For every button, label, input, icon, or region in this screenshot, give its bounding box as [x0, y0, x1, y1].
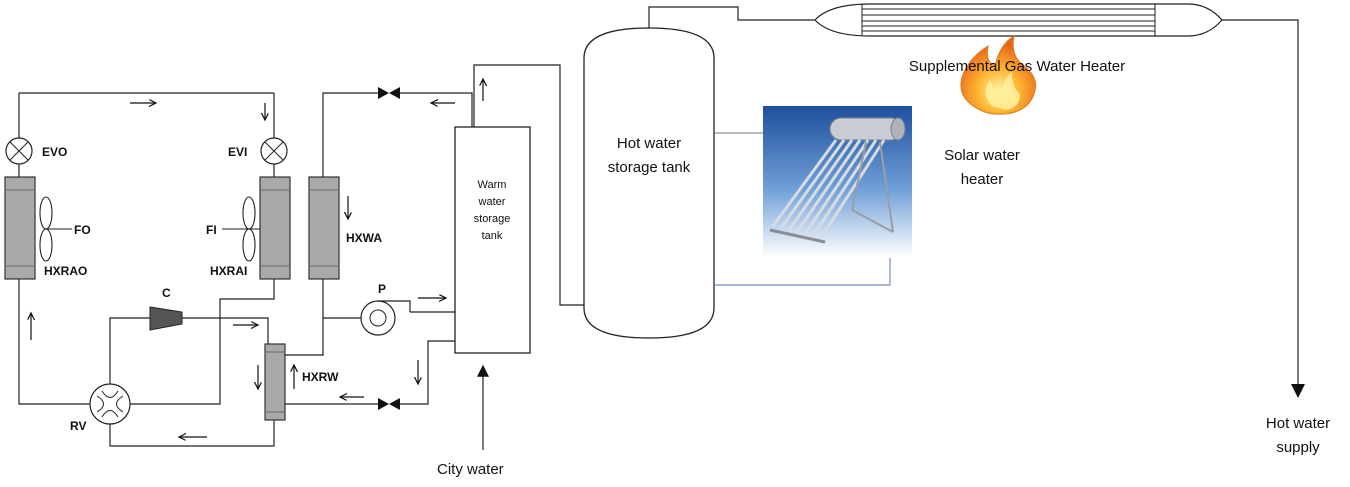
- rv-label: RV: [70, 419, 86, 433]
- gas-water-heater: [814, 3, 1223, 37]
- evi-label: EVI: [228, 145, 247, 159]
- refrigerant-flow-arrows: [31, 103, 294, 437]
- heat-exchanger-hxwa: [308, 176, 340, 280]
- solar-label-1: Solar water: [944, 147, 1020, 164]
- hot-water-storage-tank: [583, 27, 715, 339]
- solar-return-line: [714, 258, 891, 286]
- hot-tank-label-1: Hot water: [617, 135, 681, 152]
- hxrao-label: HXRAO: [44, 264, 87, 278]
- heat-exchanger-hxrw: [264, 343, 286, 421]
- hxrw-label: HXRW: [302, 370, 339, 384]
- evo-label: EVO: [42, 145, 67, 159]
- hot-supply-label-1: Hot water: [1266, 415, 1330, 432]
- pump-icon: [360, 300, 411, 336]
- expansion-valve-outdoor: [5, 137, 33, 165]
- expansion-valve-indoor: [260, 137, 288, 165]
- hot-supply-label-2: supply: [1276, 439, 1320, 456]
- check-valve-top-icon: [378, 87, 400, 99]
- fi-label: FI: [206, 223, 217, 237]
- warm-water-storage-tank: [454, 126, 531, 354]
- warm-tank-label-3: storage: [474, 213, 511, 225]
- hxrai-label: HXRAI: [210, 264, 247, 278]
- warm-tank-label-2: water: [478, 196, 506, 208]
- water-flow-arrows: [340, 79, 483, 397]
- compressor-icon: [149, 306, 183, 331]
- solar-label-2: heater: [961, 171, 1004, 188]
- hot-water-supply-arrow: [1291, 384, 1305, 398]
- solar-water-heater-image: [763, 106, 912, 257]
- hxwa-label: HXWA: [346, 231, 382, 245]
- water-loop: [285, 6, 1299, 405]
- heat-exchanger-hxrai: [259, 176, 291, 280]
- refrigerant-loop: [18, 92, 275, 447]
- gas-heater-label: Supplemental Gas Water Heater: [909, 58, 1125, 75]
- fan-indoor-icon: [222, 196, 260, 262]
- reversing-valve-icon: [89, 383, 131, 425]
- warm-tank-label-1: Warm: [478, 179, 507, 191]
- hot-tank-label-2: storage tank: [608, 159, 691, 176]
- compressor-label: C: [162, 286, 171, 300]
- fan-outdoor-icon: [39, 196, 72, 262]
- city-water-label: City water: [437, 461, 504, 478]
- pump-label: P: [378, 282, 386, 296]
- heat-exchanger-hxrao: [4, 176, 36, 280]
- warm-tank-label-4: tank: [482, 230, 503, 242]
- check-valve-bottom-icon: [378, 398, 400, 410]
- flame-icon: [960, 35, 1037, 115]
- fo-label: FO: [74, 223, 91, 237]
